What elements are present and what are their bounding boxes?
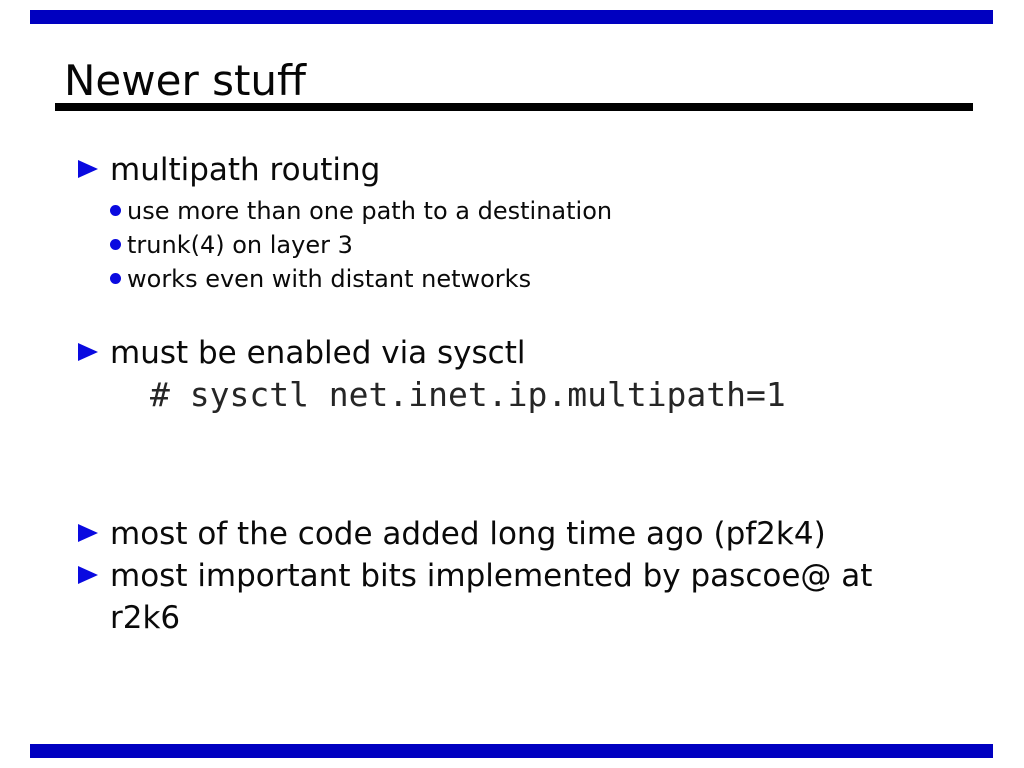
- bullet-code-added-pf2k4: most of the code added long time ago (pf…: [110, 516, 826, 552]
- triangle-bullet-icon: [78, 524, 98, 542]
- subbullet-use-more-paths: use more than one path to a destination: [127, 197, 613, 225]
- sysctl-command-text: # sysctl net.inet.ip.multipath=1: [150, 375, 786, 414]
- bullet-pascoe-bits-continuation: r2k6: [110, 600, 181, 636]
- triangle-bullet-icon: [78, 343, 98, 361]
- bullet-multipath-routing: multipath routing: [110, 152, 381, 188]
- title-underline: [55, 103, 973, 111]
- dot-bullet-icon: [110, 239, 121, 250]
- triangle-bullet-icon: [78, 566, 98, 584]
- triangle-bullet-icon: [78, 160, 98, 178]
- subbullet-trunk-layer3: trunk(4) on layer 3: [127, 231, 353, 259]
- top-blue-bar: [30, 10, 993, 24]
- bottom-blue-bar: [30, 744, 993, 758]
- bullet-pascoe-bits: most important bits implemented by pasco…: [110, 558, 873, 594]
- subbullet-distant-networks: works even with distant networks: [127, 265, 532, 293]
- slide-title: Newer stuff: [64, 56, 306, 105]
- dot-bullet-icon: [110, 273, 121, 284]
- bullet-enable-sysctl: must be enabled via sysctl: [110, 335, 526, 371]
- dot-bullet-icon: [110, 205, 121, 216]
